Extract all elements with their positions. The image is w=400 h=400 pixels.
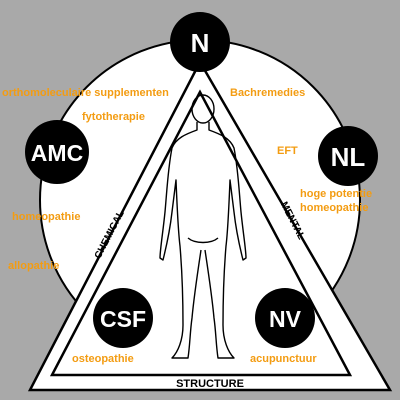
node-amc: AMC	[25, 120, 89, 184]
node-csf-label: CSF	[100, 306, 146, 332]
therapy-allopathy: allopathie	[8, 260, 59, 272]
human-body-outline-icon	[159, 94, 247, 359]
therapy-high-potency-line1: hoge potentie	[300, 188, 372, 200]
structure-label: STRUCTURE	[176, 378, 244, 390]
node-n-label: N	[191, 28, 210, 58]
node-amc-label: AMC	[31, 140, 83, 166]
therapy-acupuncture: acupunctuur	[250, 353, 317, 365]
node-n: N	[170, 12, 230, 72]
node-nv: NV	[255, 288, 315, 348]
node-nl-label: NL	[331, 142, 366, 172]
therapy-osteopathy: osteopathie	[72, 353, 134, 365]
therapy-high-potency-line2: homeopathie	[300, 202, 368, 214]
node-csf: CSF	[93, 288, 153, 348]
therapy-phyto: fytotherapie	[82, 111, 145, 123]
therapy-bach: Bachremedies	[230, 87, 305, 99]
node-nv-label: NV	[269, 306, 302, 332]
node-nl: NL	[318, 126, 378, 186]
therapy-eft: EFT	[277, 145, 298, 157]
therapy-orthomolecular: orthomoleculaire supplementen	[2, 87, 169, 99]
therapy-homeopathy: homeopathie	[12, 211, 80, 223]
